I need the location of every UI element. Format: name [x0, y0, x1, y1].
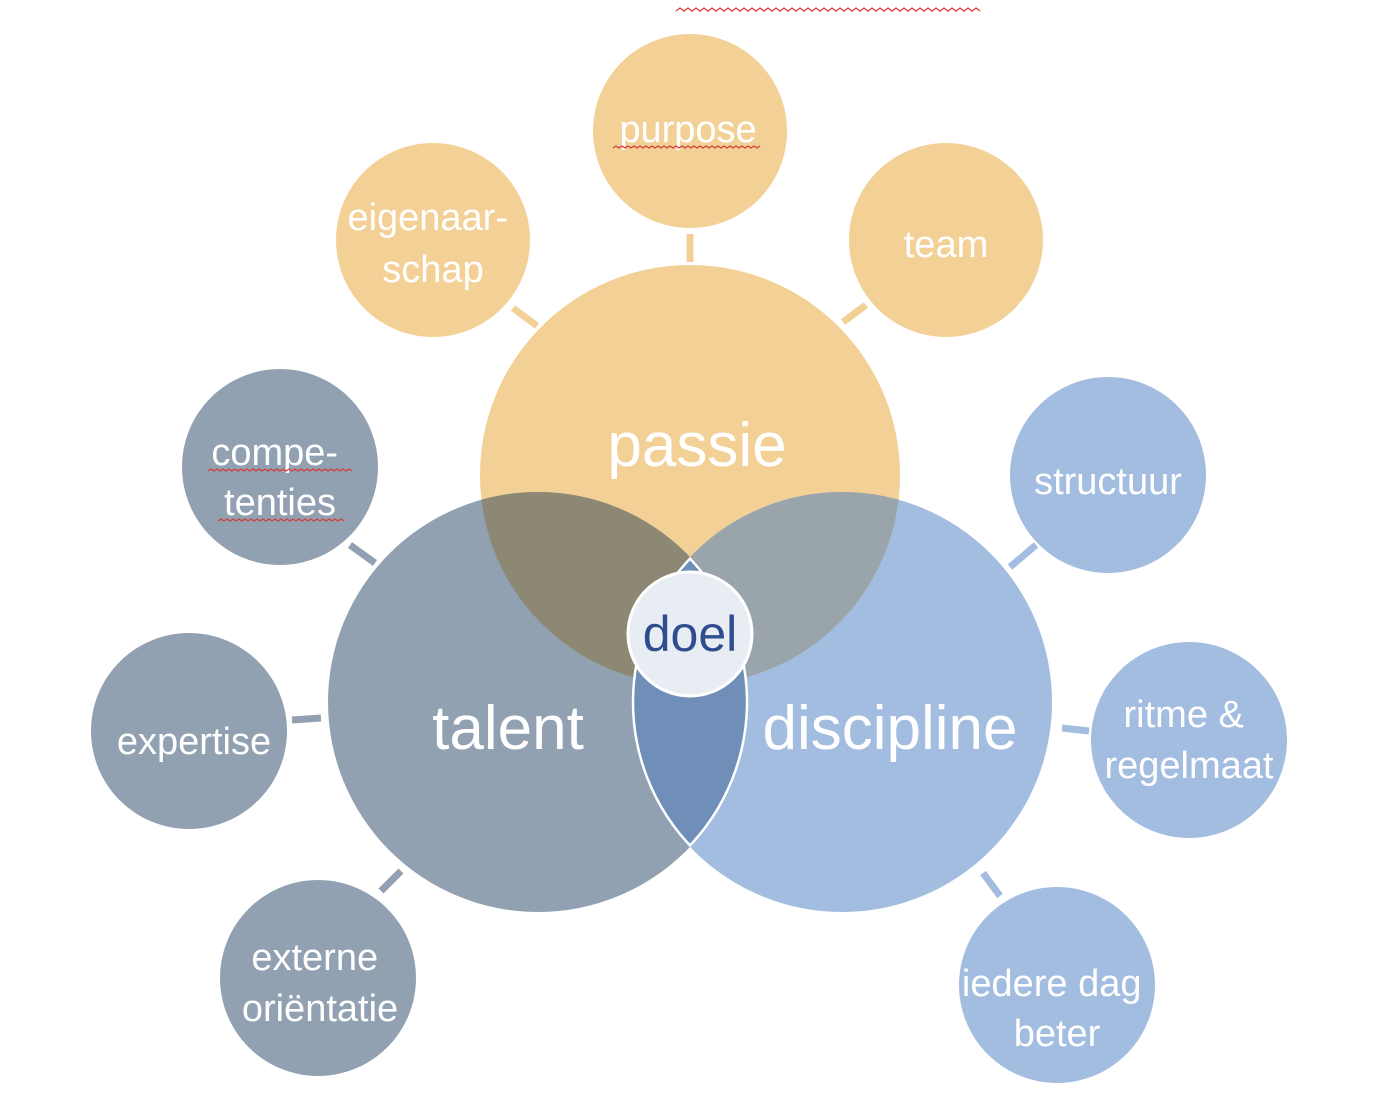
- spellcheck-squiggle: [675, 7, 981, 12]
- eigenaarschap-label: eigenaar- schap: [347, 197, 518, 291]
- purpose-circle: [593, 34, 787, 228]
- discipline-edge: [631, 492, 748, 912]
- iedere-circle: [959, 887, 1155, 1083]
- talent-edge: [632, 492, 749, 912]
- expertise-circle: [91, 633, 287, 829]
- connector-externe: [378, 868, 404, 894]
- connector-lines: [291, 234, 1090, 899]
- competenties-squiggle-1: [207, 468, 353, 472]
- connector-iedere: [980, 870, 1003, 899]
- satellite-circles: [91, 34, 1287, 1083]
- competenties-circle: [182, 369, 378, 565]
- externe-label: externe oriëntatie: [242, 937, 398, 1030]
- team-label: team: [904, 224, 988, 266]
- competenties-label: compe- tenties: [211, 432, 348, 524]
- ritme-label: ritme & regelmaat: [1105, 694, 1274, 787]
- doel-circle: [626, 570, 754, 698]
- structuur-circle: [1010, 377, 1206, 573]
- connector-eigenaarschap: [510, 305, 540, 329]
- connector-expertise: [291, 714, 322, 724]
- iedere-label: iedere dag beter: [962, 963, 1152, 1055]
- connector-structuur: [1007, 542, 1039, 570]
- connector-competenties: [347, 542, 378, 566]
- structuur-label: structuur: [1034, 461, 1182, 503]
- eigenaarschap-circle: [336, 143, 530, 337]
- talent-label: talent: [432, 694, 584, 763]
- doel-label: doel: [643, 606, 738, 662]
- main-circles: [328, 265, 1052, 912]
- competenties-squiggle-2: [217, 518, 345, 522]
- connector-team: [840, 302, 869, 325]
- expertise-label: expertise: [117, 721, 271, 763]
- team-circle: [849, 143, 1043, 337]
- purpose-squiggle: [612, 145, 761, 149]
- purpose-label: purpose: [619, 109, 756, 151]
- connector-ritme: [1061, 724, 1090, 735]
- discipline-label: discipline: [762, 694, 1017, 763]
- spellcheck-underlines: [207, 145, 761, 522]
- externe-circle: [220, 880, 416, 1076]
- passie-label: passie: [607, 411, 786, 480]
- ritme-circle: [1091, 642, 1287, 838]
